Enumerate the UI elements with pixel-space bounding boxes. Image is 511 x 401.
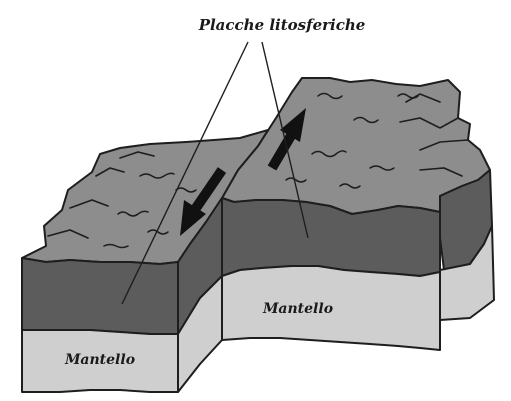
left-plate-motion-arrow: [180, 167, 227, 236]
motion-arrows: [180, 108, 306, 236]
right-plate-side-mantle: [439, 225, 495, 321]
leader-line-left: [121, 41, 249, 305]
right-plate-motion-arrow: [267, 108, 306, 171]
title-label: Placche litosferiche: [198, 16, 366, 34]
left-plate-block: [21, 129, 269, 393]
right-plate-ridge-lines: [399, 93, 469, 177]
mantle-label-right: Mantello: [262, 301, 333, 317]
right-plate-front-crust: [221, 197, 441, 277]
mantle-label-left: Mantello: [64, 352, 135, 368]
left-plate-ridge-lines: [47, 151, 155, 239]
surface-texture: [103, 92, 419, 249]
right-plate-block: [221, 77, 495, 351]
leader-line-right: [261, 41, 309, 239]
title-leader-lines: [121, 41, 309, 305]
left-plate-front-crust: [21, 257, 179, 335]
right-plate-front-mantle: [221, 265, 441, 351]
left-plate-side-mantle: [177, 275, 223, 393]
